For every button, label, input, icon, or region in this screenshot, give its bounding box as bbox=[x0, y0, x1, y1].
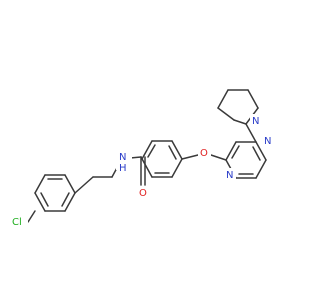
bond bbox=[171, 140, 183, 160]
bond bbox=[141, 140, 153, 160]
bond-double bbox=[168, 145, 177, 160]
bond bbox=[255, 141, 267, 161]
bond-double bbox=[231, 145, 240, 159]
bond bbox=[217, 107, 235, 121]
bond bbox=[210, 154, 227, 161]
atom-o-carbonyl: O bbox=[139, 188, 147, 199]
bond bbox=[140, 156, 153, 178]
atom-nh: N bbox=[119, 152, 126, 163]
bond-double bbox=[147, 144, 156, 158]
bond bbox=[245, 123, 257, 143]
bond bbox=[74, 176, 94, 194]
atom-n-pyrazine-bottom: N bbox=[226, 170, 233, 181]
bond bbox=[34, 174, 46, 194]
bond-lines bbox=[27, 89, 267, 223]
atom-nh-hydrogen: H bbox=[119, 163, 127, 174]
bond bbox=[64, 192, 76, 212]
atom-labels: Cl N H O O N N N bbox=[10, 114, 274, 228]
bond bbox=[255, 159, 267, 179]
bond bbox=[171, 158, 183, 178]
structure-diagram: Cl N H O O N N N bbox=[10, 89, 274, 228]
bond bbox=[233, 119, 247, 125]
bond bbox=[247, 89, 259, 109]
atom-n-piperidine: N bbox=[252, 116, 259, 127]
bond-double bbox=[252, 146, 261, 161]
bond-double bbox=[40, 192, 49, 207]
atom-o-ether: O bbox=[200, 148, 208, 159]
bond bbox=[225, 141, 237, 161]
atom-n-pyrazine-top: N bbox=[264, 136, 271, 147]
atom-cl: Cl bbox=[12, 217, 22, 228]
bond-double bbox=[61, 192, 70, 207]
bond bbox=[217, 89, 229, 109]
bond bbox=[34, 192, 46, 212]
bond bbox=[181, 154, 199, 160]
bond bbox=[27, 210, 36, 223]
molecule-drawing: Cl N H O O N N N bbox=[10, 89, 274, 228]
bond bbox=[64, 174, 76, 194]
